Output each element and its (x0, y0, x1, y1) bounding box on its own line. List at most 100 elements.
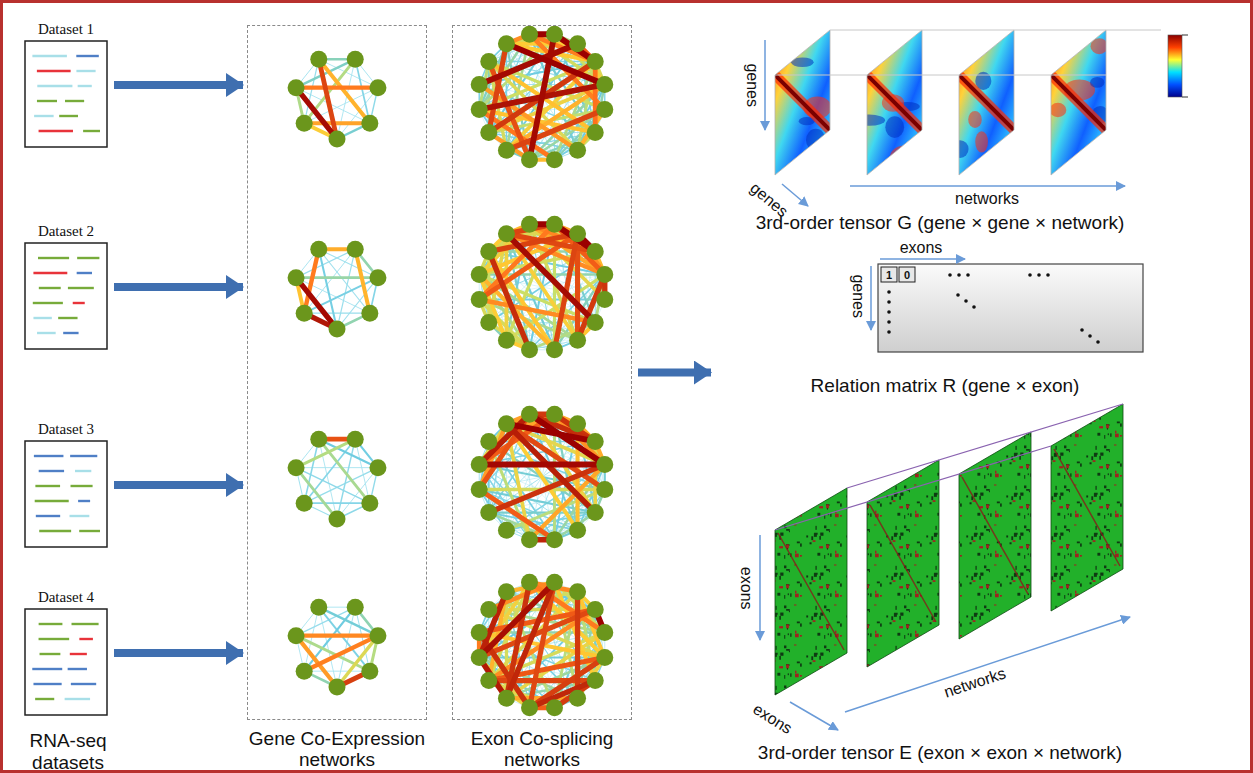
document-box (25, 243, 107, 349)
network-node (296, 305, 313, 322)
network-node (596, 649, 613, 666)
data-row (78, 500, 90, 502)
network-node (329, 679, 346, 696)
data-row (39, 623, 63, 625)
network-node (569, 142, 586, 159)
data-row (39, 130, 73, 132)
data-row (76, 55, 99, 57)
network-edge (304, 121, 370, 125)
exon-network (471, 26, 614, 169)
network-edge (296, 88, 337, 139)
document-box (25, 609, 107, 715)
heatmap-blob (960, 35, 981, 54)
dataset-label: Dataset 1 (24, 20, 108, 38)
data-row (32, 668, 62, 670)
data-row (37, 100, 57, 102)
network-node (347, 241, 364, 258)
network-node (361, 495, 378, 512)
matrix-dot (1037, 273, 1041, 277)
data-row (71, 683, 96, 685)
slice-outline (1051, 30, 1106, 175)
network-edge (479, 462, 605, 468)
slice-outline (867, 30, 922, 175)
network-node (596, 624, 613, 641)
dataset-icon (24, 242, 108, 352)
network-node (329, 511, 346, 528)
network-edge (506, 44, 604, 85)
network-node (596, 481, 613, 498)
network-node (480, 433, 497, 450)
dataset-label: Dataset 2 (24, 222, 108, 240)
heatmap-slice (775, 30, 831, 175)
network-edge (296, 634, 378, 638)
network-node (347, 51, 364, 68)
data-row (77, 272, 92, 274)
dashed-frame (247, 25, 427, 720)
data-row (76, 70, 95, 72)
network-node (471, 101, 488, 118)
network-node (296, 663, 313, 680)
dataset-box: Dataset 2 (24, 222, 108, 352)
network-node (569, 415, 586, 432)
network-node (471, 291, 488, 308)
panel-caption: Exon Co-splicing networks (442, 728, 642, 770)
network-node (596, 291, 613, 308)
slice-outline (775, 30, 830, 175)
dataset-label: Dataset 4 (24, 588, 108, 606)
data-row (78, 85, 92, 87)
network-node (596, 76, 613, 93)
flow-arrow (114, 283, 243, 291)
data-row (36, 515, 60, 517)
network-panel: Gene Co-Expression networks (247, 25, 427, 720)
network-node (361, 305, 378, 322)
heatmap-slice (853, 30, 922, 175)
data-row (33, 683, 61, 685)
network-node (288, 79, 305, 96)
network-node (471, 456, 488, 473)
axis-label: exons (900, 239, 943, 257)
matrix-box (878, 264, 1143, 352)
colorbar (1168, 35, 1182, 97)
slice-diagonal (778, 533, 844, 650)
data-row (70, 653, 87, 655)
network-edge (479, 489, 554, 539)
panel-label: Exon Co-splicing networks (442, 728, 642, 770)
slice-diagonal (1054, 449, 1120, 566)
network-node (546, 406, 563, 423)
caption-holder: Relation matrix R (gene × exon) (715, 375, 1175, 397)
heatmap-blob (789, 39, 803, 49)
network-node (480, 601, 497, 618)
network-node (329, 131, 346, 148)
gene-network (288, 599, 387, 696)
network-node (569, 332, 586, 349)
network-node (369, 79, 386, 96)
data-row (63, 332, 78, 334)
network-node (296, 115, 313, 132)
matrix-dot (1080, 328, 1084, 332)
network-panel: Exon Co-splicing networks (452, 25, 632, 720)
network-node (329, 321, 346, 338)
network-node (480, 672, 497, 689)
network-node (288, 459, 305, 476)
flow-arrow (114, 81, 243, 89)
data-row (37, 332, 56, 334)
network-node (569, 583, 586, 600)
network-edge (304, 671, 370, 672)
network-node (569, 225, 586, 242)
axis-label: genes (746, 179, 791, 221)
heatmap-slice (1050, 30, 1109, 175)
data-row (73, 302, 85, 304)
data-row (68, 287, 94, 289)
network-node (587, 601, 604, 618)
network-edge (506, 582, 554, 698)
gene-tensor (765, 30, 1188, 206)
matrix-dot (956, 293, 960, 297)
data-row (34, 455, 64, 457)
network-node (546, 574, 563, 591)
flow-arrow (114, 481, 243, 489)
network-node (498, 332, 515, 349)
data-row (33, 302, 63, 304)
network-node (480, 314, 497, 331)
data-row (39, 638, 70, 640)
